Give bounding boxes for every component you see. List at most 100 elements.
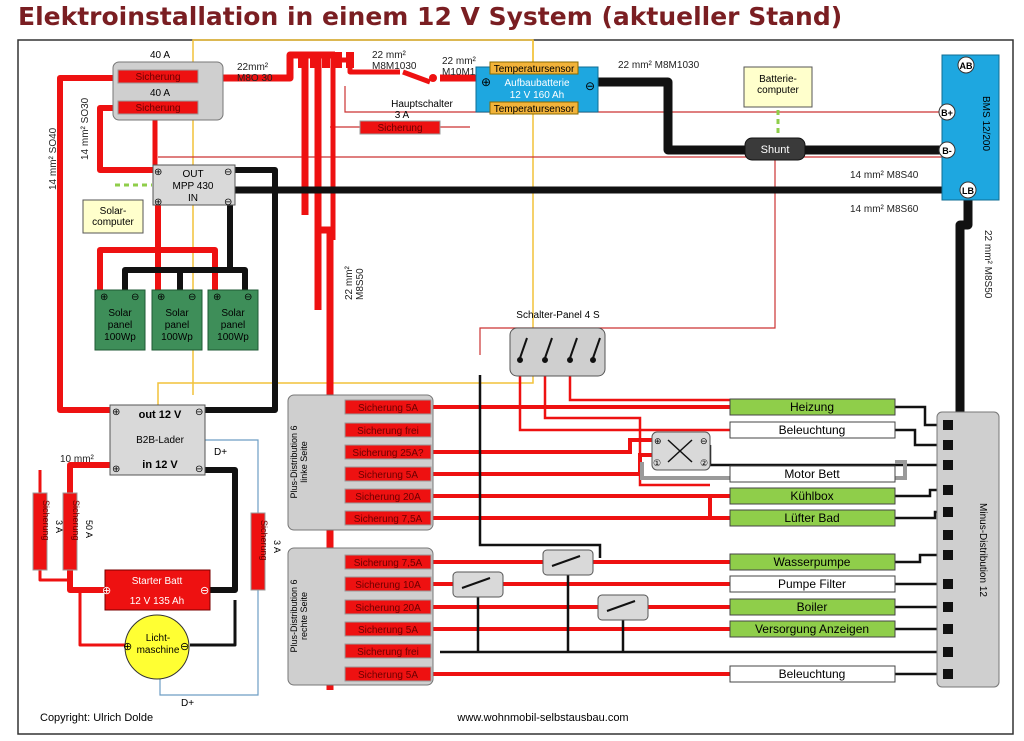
b2b-dplus: D+ [214, 447, 227, 458]
wire-label-4: 22 mm² M8M1030 [618, 60, 700, 71]
wire-label-11: 10 mm² [60, 454, 95, 465]
wires-thin-red [158, 86, 980, 355]
wires-dplus-blue [159, 439, 259, 696]
load-box-6 [729, 553, 896, 571]
plus-left-title: Plus-Distribution 6linke Seite [289, 425, 309, 498]
plus-left-fuse-6 [344, 510, 432, 526]
starter-battery: Starter Batt 12 V 135 Ah ⊕ ⊖ [102, 569, 211, 611]
fuse-top-label-2: Sicherung [135, 103, 180, 114]
plus-right-fuse-3 [344, 599, 432, 615]
plus-connector-top [298, 52, 354, 68]
minus-terminal-3 [943, 460, 953, 470]
fuse-top-2 [117, 100, 199, 115]
svg-text:⊕: ⊕ [100, 292, 108, 303]
svg-text:⊖: ⊖ [188, 292, 196, 303]
minus-terminal-8 [943, 579, 953, 589]
wire-label-7: 14 mm² M8S40 [850, 170, 919, 181]
schalter-panel[interactable]: Schalter-Panel 4 S [509, 310, 606, 377]
temp-sensor-top-label: Temperatursensor [494, 64, 575, 75]
bms-ab: AB [960, 61, 973, 71]
temp-sensor-bottom [489, 101, 579, 115]
minus-terminal-11 [943, 647, 953, 657]
plus-right-fuse-label-3: Sicherung 20A [355, 603, 421, 614]
panel-2-line-1: Solar [165, 308, 189, 319]
plus-right-fuse-label-6: Sicherung 5A [358, 670, 418, 681]
fuse-hauptschalter [359, 120, 441, 135]
minus-terminal-4 [943, 485, 953, 495]
battery-name: Aufbaubatterie [504, 78, 569, 89]
plus-right-fuse-label-5: Sicherung frei [357, 647, 419, 658]
svg-text:⊕: ⊕ [102, 585, 111, 597]
hauptschalter-label: Hauptschalter [391, 99, 453, 110]
page-title: Elektroinstallation in einem 12 V System… [18, 2, 843, 31]
mpp-plus-in-icon: ⊕ [154, 197, 162, 208]
panel-2-line-2: panel [165, 320, 189, 331]
mpp-out: OUT [182, 169, 203, 180]
svg-text:⊕: ⊕ [157, 292, 165, 303]
schalter-panel-label: Schalter-Panel 4 S [516, 310, 600, 321]
plus-left-fuse-5 [344, 488, 432, 504]
plus-right-fuse-1 [344, 554, 432, 570]
wires-switch-panel [518, 375, 780, 487]
bms-label: BMS 12/200 [980, 96, 991, 151]
solarcomputer-label: Solar-computer [92, 206, 134, 228]
switch-small-3[interactable] [597, 594, 649, 621]
svg-text:⊕: ⊕ [112, 464, 120, 475]
svg-text:⊖: ⊖ [195, 407, 203, 418]
svg-text:⊖: ⊖ [131, 292, 139, 303]
minus-terminal-5 [943, 507, 953, 517]
plus-left-fuse-label-6: Sicherung 7,5A [354, 514, 423, 525]
load-label-6: Wasserpumpe [774, 555, 851, 569]
svg-text:①: ① [653, 458, 661, 468]
wire-motor-grey [640, 460, 907, 480]
solar-panel-3: ⊕ ⊖ Solar panel 100Wp [207, 289, 259, 351]
svg-text:⊖: ⊖ [700, 436, 708, 446]
load-box-10 [729, 665, 896, 683]
temp-sensor-top [489, 61, 579, 75]
minus-dist-label: Minus-Distribution 12 [977, 503, 988, 597]
side-fuse-1 [32, 492, 48, 571]
plus-left-fuse-2 [344, 422, 432, 438]
panel-2-line-3: 100Wp [161, 332, 193, 343]
load-box-4 [729, 487, 896, 505]
lichtmaschine-dplus: D+ [181, 698, 194, 709]
wire-label-8: 14 mm² M8S60 [850, 204, 919, 215]
hauptschalter-rating: 3 A [395, 110, 410, 121]
motor-reversing-switch[interactable]: ⊕ ⊖ ① ② [651, 431, 711, 471]
hauptschalter[interactable]: Hauptschalter 3 A Sicherung [359, 69, 454, 135]
panel-1-line-2: panel [108, 320, 132, 331]
wires-signal-green [115, 110, 780, 187]
svg-text:⊕: ⊕ [654, 436, 662, 446]
minus-distribution: Minus-Distribution 12 [936, 411, 1000, 688]
bms-bminus: B- [942, 146, 952, 156]
plus-left-fuse-3 [344, 444, 432, 460]
footer-copyright: Copyright: Ulrich Dolde [40, 712, 153, 724]
solarcomputer: Solar-computer [82, 199, 144, 234]
load-box-9 [729, 620, 896, 638]
plus-distribution-right: Plus-Distribution 6rechte Seite Sicherun… [287, 547, 434, 686]
starter-name: Starter Batt [132, 576, 183, 587]
switch-small-2[interactable] [542, 549, 594, 576]
plus-right-fuse-5 [344, 643, 432, 659]
load-box-3 [729, 465, 896, 483]
minus-terminal-6 [943, 530, 953, 540]
switch-small-1[interactable] [452, 571, 504, 598]
panel-3-line-1: Solar [221, 308, 245, 319]
panel-1-line-1: Solar [108, 308, 132, 319]
shunt-label: Shunt [761, 144, 790, 156]
mpp-in: IN [188, 193, 198, 204]
bms-bplus: B+ [941, 108, 953, 118]
mpp-name: MPP 430 [173, 181, 214, 192]
mpp-plus-out-icon: ⊕ [154, 167, 162, 178]
side-fuse-1-rating: 3 A [54, 520, 64, 533]
plus-left-fuse-label-3: Sicherung 25A? [352, 448, 424, 459]
batteriecomputer: Batterie-computer [743, 66, 813, 108]
minus-terminal-12 [943, 669, 953, 679]
load-label-4: Kühlbox [790, 489, 833, 503]
